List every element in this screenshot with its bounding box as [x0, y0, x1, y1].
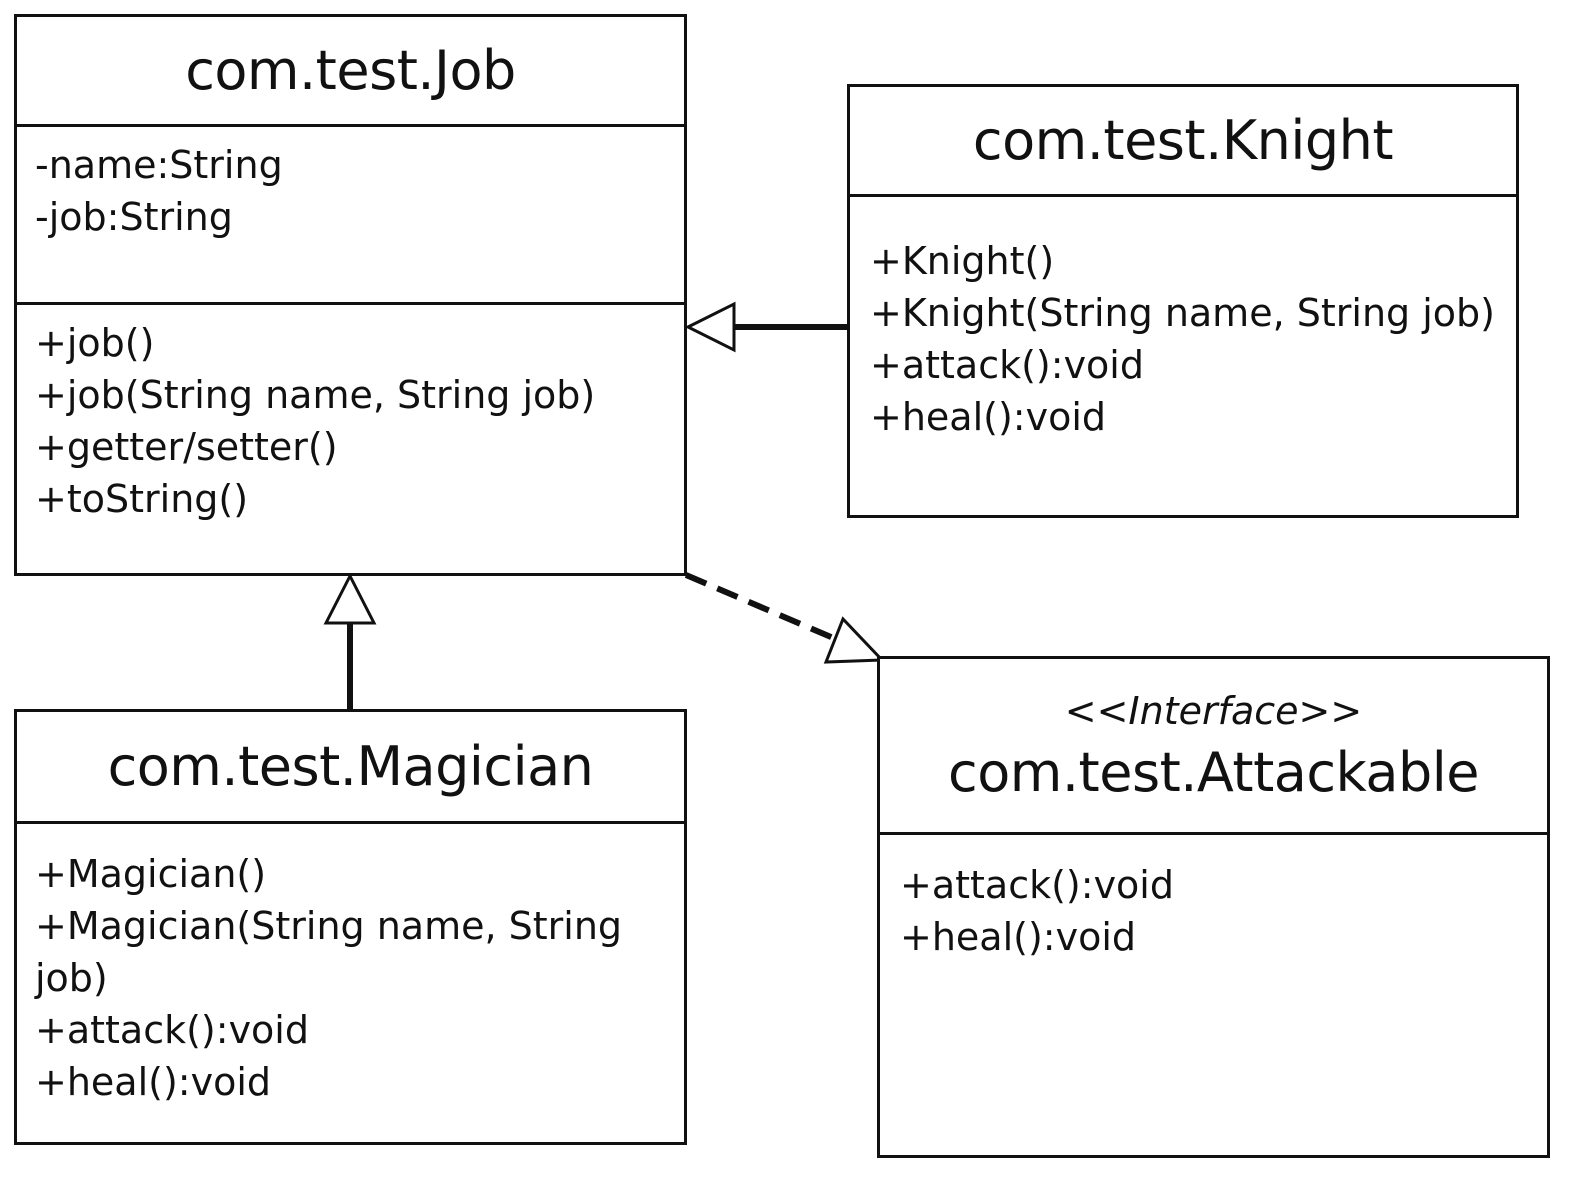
interface-attackable-methods: +attack():void +heal():void — [880, 835, 1547, 963]
method: +heal():void — [870, 395, 1107, 439]
class-job-name: com.test.Job — [185, 38, 516, 102]
knight-generalization-arrowhead — [684, 301, 736, 353]
magician-generalization-arrowhead — [323, 572, 377, 625]
interface-attackable-name: com.test.Attackable — [948, 740, 1479, 804]
method: +job(String name, String job) — [35, 373, 596, 417]
method: +heal():void — [900, 915, 1137, 959]
method: +Magician() — [35, 852, 267, 896]
class-job[interactable]: com.test.Job -name:String -job:String +j… — [14, 14, 687, 576]
method: +toString() — [35, 477, 249, 521]
method: +Knight() — [870, 239, 1055, 283]
method: +attack():void — [900, 863, 1174, 907]
method: +attack():void — [35, 1008, 309, 1052]
interface-attackable[interactable]: <<Interface>> com.test.Attackable +attac… — [877, 656, 1550, 1158]
class-job-header: com.test.Job — [17, 17, 684, 127]
method: +Knight(String name, String job) — [870, 291, 1495, 335]
class-job-methods: +job() +job(String name, String job) +ge… — [17, 305, 684, 525]
class-magician-name: com.test.Magician — [107, 734, 594, 798]
interface-stereotype: <<Interface>> — [1064, 688, 1363, 733]
interface-attackable-header: <<Interface>> com.test.Attackable — [880, 659, 1547, 835]
job-realization-line — [684, 572, 840, 643]
attribute: -name:String — [35, 143, 283, 187]
class-knight-methods: +Knight() +Knight(String name, String jo… — [850, 197, 1516, 443]
method: +job() — [35, 321, 155, 365]
class-knight-header: com.test.Knight — [850, 87, 1516, 197]
class-knight[interactable]: com.test.Knight +Knight() +Knight(String… — [847, 84, 1519, 518]
class-magician-header: com.test.Magician — [17, 712, 684, 824]
class-magician[interactable]: com.test.Magician +Magician() +Magician(… — [14, 709, 687, 1145]
method: +heal():void — [35, 1060, 272, 1104]
method: +Magician(String name, String job) — [35, 904, 623, 1000]
attribute: -job:String — [35, 195, 233, 239]
method: +attack():void — [870, 343, 1144, 387]
class-knight-name: com.test.Knight — [972, 108, 1394, 172]
job-realization-arrowhead — [823, 616, 886, 664]
method: +getter/setter() — [35, 425, 338, 469]
class-magician-methods: +Magician() +Magician(String name, Strin… — [17, 824, 684, 1108]
class-job-attributes: -name:String -job:String — [17, 127, 684, 305]
